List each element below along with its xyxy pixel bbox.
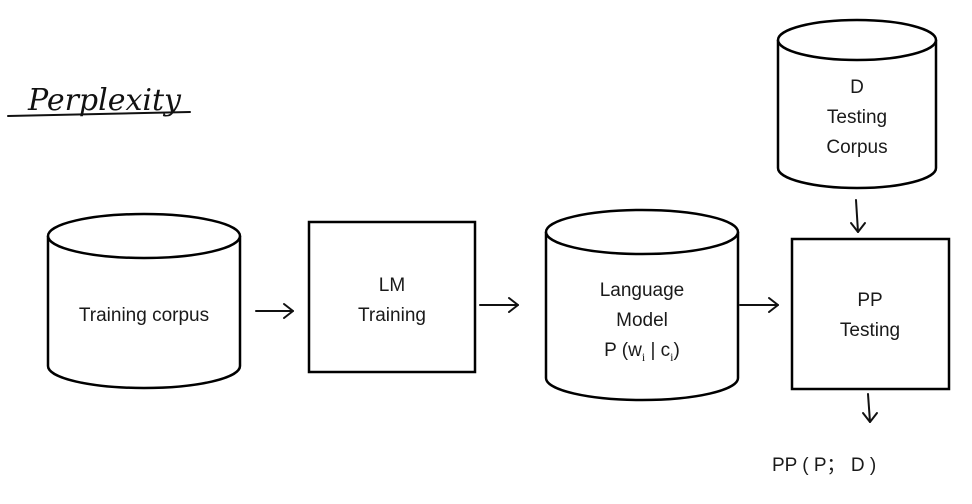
training-corpus-cylinder: Training corpus	[46, 212, 242, 390]
language-model-line2: Model	[616, 310, 668, 331]
lm-training-line2: Training	[358, 305, 426, 326]
arrow-training-to-model	[479, 297, 519, 313]
testing-corpus-cylinder: D Testing Corpus	[776, 18, 938, 190]
language-model-formula: P (wi | ci)	[604, 340, 680, 364]
testing-corpus-line3: Corpus	[826, 137, 887, 158]
language-model-line1: Language	[600, 280, 685, 301]
arrow-testing-corpus-down	[850, 199, 866, 233]
arrow-corpus-to-training	[255, 303, 294, 319]
lm-training-line1: LM	[379, 275, 405, 296]
title: Perplexity	[7, 83, 191, 118]
arrow-testing-to-output	[862, 393, 878, 423]
pp-output-label: PP ( P； D )	[772, 455, 876, 476]
pp-testing-line1: PP	[857, 290, 882, 311]
language-model-cylinder: Language Model P (wi | ci)	[544, 208, 740, 402]
lm-training-box: LM Training	[307, 220, 477, 374]
title-underline	[7, 111, 191, 117]
testing-corpus-line1: D	[850, 77, 864, 98]
arrow-model-to-testing	[739, 297, 779, 313]
pp-testing-box: PP Testing	[790, 237, 951, 391]
pp-testing-line2: Testing	[840, 320, 900, 341]
training-corpus-label: Training corpus	[79, 305, 209, 326]
testing-corpus-line2: Testing	[827, 107, 887, 128]
